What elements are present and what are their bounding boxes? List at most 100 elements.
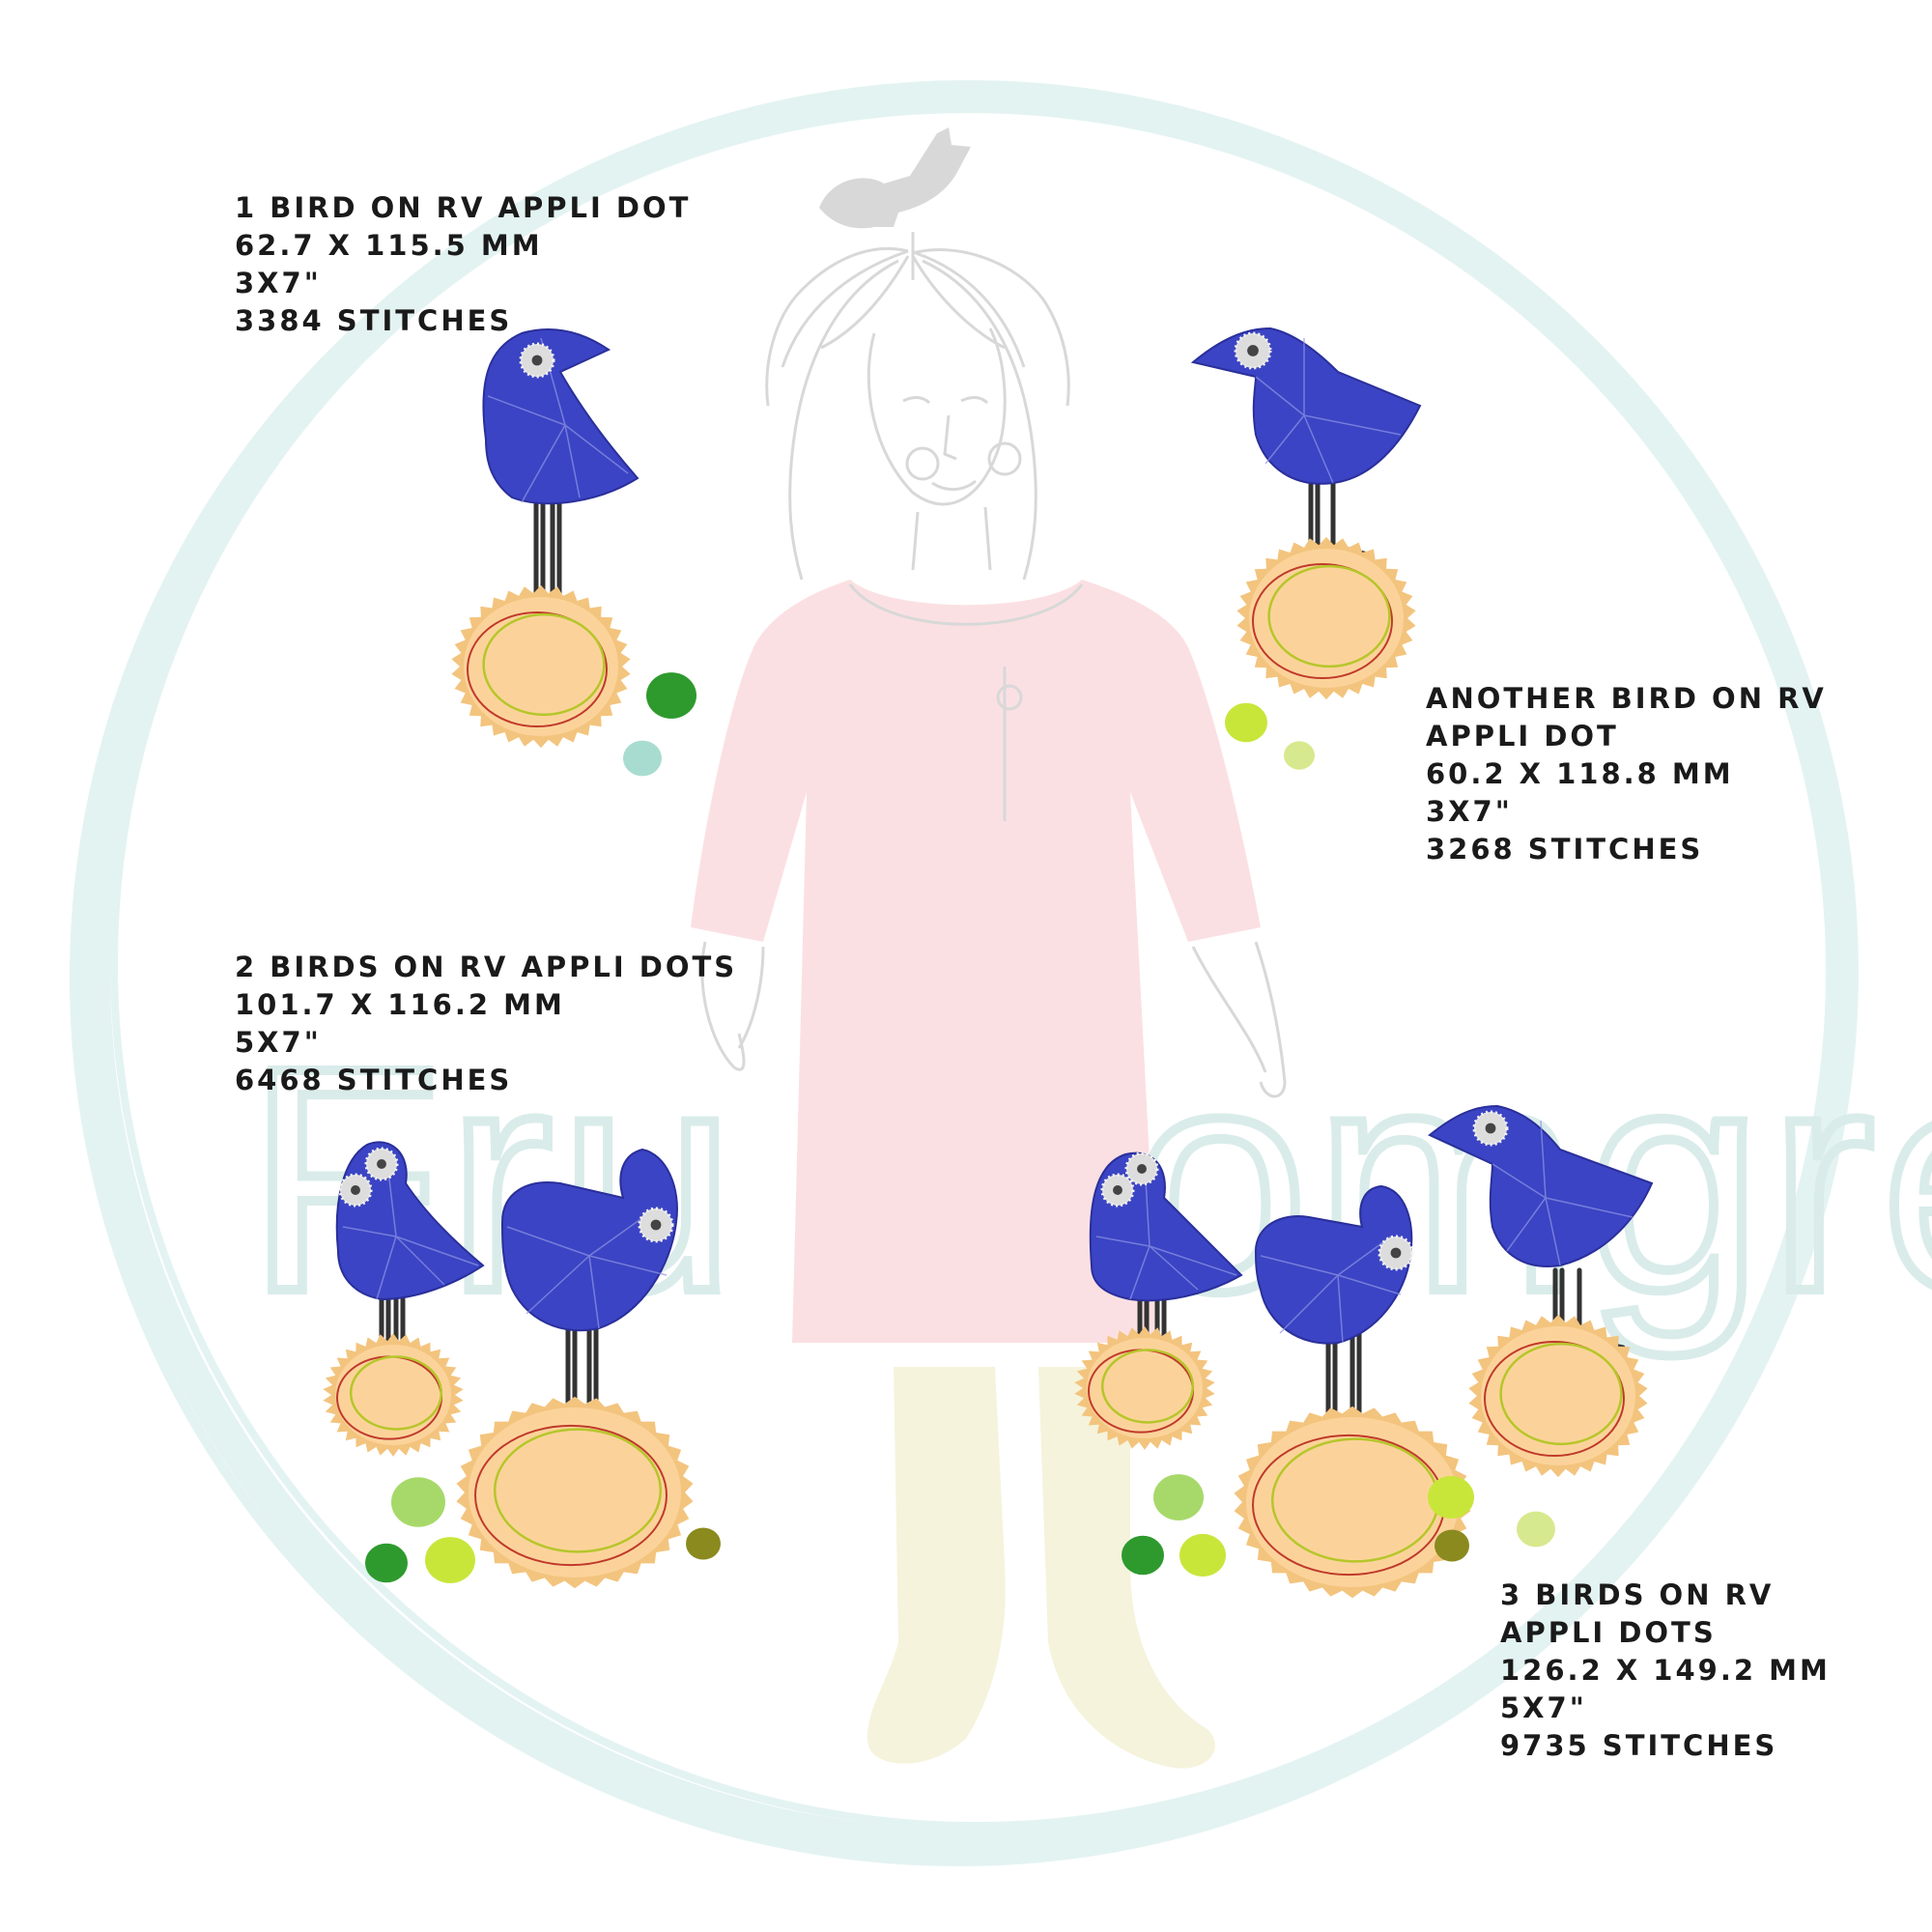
design-stitches: 3268 stitches bbox=[1426, 833, 1704, 866]
stitch-line bbox=[487, 395, 566, 426]
bird-legs bbox=[533, 495, 562, 597]
eye-pupil bbox=[1137, 1164, 1147, 1174]
stitch-line bbox=[395, 1236, 479, 1266]
appli-dot bbox=[451, 584, 631, 749]
stitch-line bbox=[526, 1255, 590, 1315]
pebble bbox=[1517, 1511, 1555, 1548]
face bbox=[867, 327, 1022, 571]
dress-button bbox=[996, 684, 1023, 711]
stitch-line bbox=[1545, 1197, 1634, 1218]
design-size: 62.7 x 115.5 mm bbox=[235, 229, 543, 262]
bird-body-fill bbox=[500, 1148, 678, 1332]
stitch-line bbox=[1279, 1274, 1339, 1334]
eye-pupil bbox=[351, 1185, 360, 1195]
stitch-line bbox=[1255, 376, 1305, 416]
stitch-line bbox=[376, 1236, 397, 1300]
bird-stitch-lines bbox=[1255, 338, 1402, 484]
left-sock bbox=[867, 1367, 1006, 1764]
stitch-line bbox=[395, 1236, 445, 1286]
bird-eye bbox=[519, 342, 555, 379]
bird-body bbox=[1190, 327, 1422, 485]
pebble bbox=[425, 1537, 475, 1583]
bird-eye bbox=[364, 1147, 399, 1181]
bird-stitch-lines bbox=[1492, 1120, 1634, 1266]
appli-dot bbox=[1234, 1406, 1471, 1599]
pebble bbox=[1435, 1529, 1469, 1562]
design-title-line-1: Another bird on RV bbox=[1426, 682, 1827, 715]
stitch-line bbox=[521, 424, 566, 503]
eye-pupil bbox=[650, 1219, 662, 1231]
design-size: 60.2 x 118.8 mm bbox=[1426, 757, 1734, 790]
bird-stitch-lines bbox=[1260, 1236, 1402, 1344]
embroidery-designs bbox=[323, 327, 1654, 1599]
stitch-line bbox=[1149, 1245, 1237, 1276]
pebble bbox=[1284, 741, 1315, 770]
bird-eye bbox=[338, 1173, 373, 1208]
pebble bbox=[1428, 1475, 1474, 1520]
eye-pupil bbox=[1247, 345, 1259, 356]
design-title: 2 birds on RV appli dots bbox=[235, 951, 738, 983]
design-size: 126.2 x 149.2 mm bbox=[1500, 1654, 1831, 1687]
pebble bbox=[623, 740, 662, 777]
design-stitches: 3384 stitches bbox=[235, 304, 513, 337]
bird-body-fill bbox=[335, 1141, 485, 1301]
stitch-line bbox=[1540, 1120, 1547, 1199]
appli-dot bbox=[1236, 536, 1416, 700]
stitch-line bbox=[588, 1255, 668, 1276]
stitch-line bbox=[564, 424, 581, 498]
design-title-line-2: appli dots bbox=[1500, 1616, 1717, 1649]
dot-green-stitch-ring bbox=[1267, 564, 1391, 668]
design-info-1-bird: 1 bird on RV appli dot 62.7 x 115.5 mm 3… bbox=[235, 189, 691, 340]
pebble bbox=[1179, 1533, 1226, 1577]
dot-green-stitch-ring bbox=[493, 1428, 663, 1553]
bird-eye bbox=[1378, 1235, 1414, 1271]
stitch-line bbox=[1095, 1236, 1151, 1247]
stitch-line bbox=[1337, 1274, 1402, 1295]
stitch-line bbox=[1260, 1255, 1339, 1276]
eye-pupil bbox=[531, 355, 543, 366]
bird-body bbox=[500, 1148, 678, 1332]
stitch-line bbox=[1129, 1245, 1151, 1300]
girl-illustration bbox=[691, 128, 1287, 1769]
design-info-3-birds: 3 birds on RV appli dots 126.2 x 149.2 m… bbox=[1500, 1577, 1831, 1765]
pebble bbox=[365, 1543, 408, 1583]
stitch-line bbox=[506, 1226, 590, 1257]
stitch-line bbox=[1149, 1245, 1199, 1291]
eye-pupil bbox=[1390, 1247, 1402, 1259]
background-rings bbox=[70, 80, 1859, 1866]
dot-green-stitch-ring bbox=[1100, 1349, 1195, 1424]
bird-body-fill bbox=[1190, 327, 1422, 485]
bird-stitch-lines bbox=[1095, 1163, 1237, 1300]
pebble bbox=[646, 672, 696, 719]
dress bbox=[691, 580, 1261, 1343]
design-size: 101.7 x 116.2 mm bbox=[235, 988, 565, 1021]
appli-dot bbox=[1074, 1326, 1215, 1450]
eye-pupil bbox=[1113, 1185, 1122, 1195]
appli-dot bbox=[1468, 1314, 1648, 1478]
bird-body bbox=[482, 328, 639, 505]
dot-red-stitch-ring bbox=[474, 1424, 668, 1567]
design-hoop: 5x7" bbox=[1500, 1691, 1587, 1724]
dot-red-stitch-ring bbox=[1484, 1340, 1625, 1458]
dress-neckline bbox=[848, 583, 1084, 626]
eye-pupil bbox=[1485, 1122, 1496, 1134]
bird-eye bbox=[638, 1207, 674, 1243]
bird-body bbox=[335, 1141, 485, 1301]
design-info-2-birds: 2 birds on RV appli dots 101.7 x 116.2 m… bbox=[235, 949, 737, 1099]
stitch-line bbox=[1506, 1197, 1547, 1252]
pebble bbox=[1122, 1535, 1164, 1576]
dot-green-stitch-ring bbox=[482, 612, 606, 717]
bird-eye bbox=[1472, 1110, 1509, 1147]
bird-stitch-lines bbox=[506, 1207, 668, 1329]
design-hoop: 5x7" bbox=[235, 1026, 322, 1059]
bird-eye bbox=[1234, 331, 1272, 370]
bird-stitch-lines bbox=[342, 1153, 479, 1300]
stitch-line bbox=[588, 1255, 600, 1329]
stitch-line bbox=[1337, 1236, 1392, 1276]
pebble bbox=[1153, 1474, 1204, 1520]
stitch-line bbox=[1303, 414, 1334, 484]
bird-legs bbox=[1325, 1330, 1362, 1418]
dot-red-stitch-ring bbox=[467, 611, 608, 728]
design-title: 1 bird on RV appli dot bbox=[235, 191, 692, 224]
